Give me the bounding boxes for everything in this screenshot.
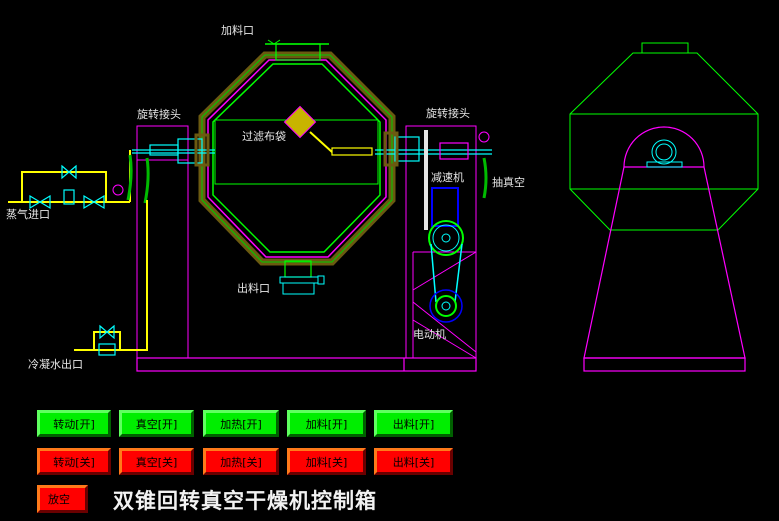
label-feed-inlet: 加料口 bbox=[221, 23, 254, 37]
label-filter-bag: 过滤布袋 bbox=[242, 129, 286, 143]
filter-bag bbox=[283, 105, 373, 156]
page-title: 双锥回转真空干燥机控制箱 bbox=[113, 489, 377, 513]
feed-off-button[interactable]: 加料[关] bbox=[287, 448, 366, 475]
label-steam-inlet: 蒸气进口 bbox=[6, 207, 50, 221]
hoses bbox=[126, 154, 488, 204]
discharge-off-button[interactable]: 出料[关] bbox=[374, 448, 453, 475]
label-condensate-outlet: 冷凝水出口 bbox=[28, 357, 83, 371]
base-frame bbox=[136, 357, 477, 372]
heat-on-button[interactable]: 加热[开] bbox=[203, 410, 279, 437]
vacuum-on-button[interactable]: 真空[开] bbox=[119, 410, 194, 437]
rotate-off-button[interactable]: 转动[关] bbox=[37, 448, 111, 475]
right-shaft bbox=[375, 130, 492, 230]
discharge-on-button[interactable]: 出料[开] bbox=[374, 410, 453, 437]
motor bbox=[429, 289, 463, 323]
heat-off-button[interactable]: 加热[关] bbox=[203, 448, 279, 475]
condensate-valve bbox=[98, 324, 116, 356]
steam-valves bbox=[29, 164, 105, 210]
dryer-schematic: 加料口 旋转接头 旋转接头 过滤布袋 蒸气进口 抽真空 减速机 出料口 电动机 … bbox=[6, 23, 759, 372]
label-vacuum: 抽真空 bbox=[492, 175, 525, 189]
label-discharge-outlet: 出料口 bbox=[237, 281, 270, 295]
steam-piping bbox=[8, 150, 131, 203]
label-rotary-joint-left: 旋转接头 bbox=[137, 107, 181, 121]
vent-button[interactable]: 放空 bbox=[37, 485, 88, 513]
rotate-on-button[interactable]: 转动[开] bbox=[37, 410, 111, 437]
label-rotary-joint-right: 旋转接头 bbox=[426, 106, 470, 120]
left-shaft bbox=[132, 133, 215, 167]
vessel bbox=[198, 39, 396, 295]
pressure-gauge-right bbox=[478, 131, 490, 143]
left-support-frame bbox=[136, 125, 189, 359]
reducer bbox=[428, 187, 464, 256]
label-reducer: 减速机 bbox=[431, 170, 464, 184]
condensate-piping bbox=[74, 200, 148, 351]
label-motor: 电动机 bbox=[413, 327, 446, 341]
side-view bbox=[569, 42, 759, 372]
feed-on-button[interactable]: 加料[开] bbox=[287, 410, 366, 437]
belt bbox=[430, 243, 463, 303]
pressure-gauge-left bbox=[112, 184, 124, 196]
vacuum-off-button[interactable]: 真空[关] bbox=[119, 448, 194, 475]
